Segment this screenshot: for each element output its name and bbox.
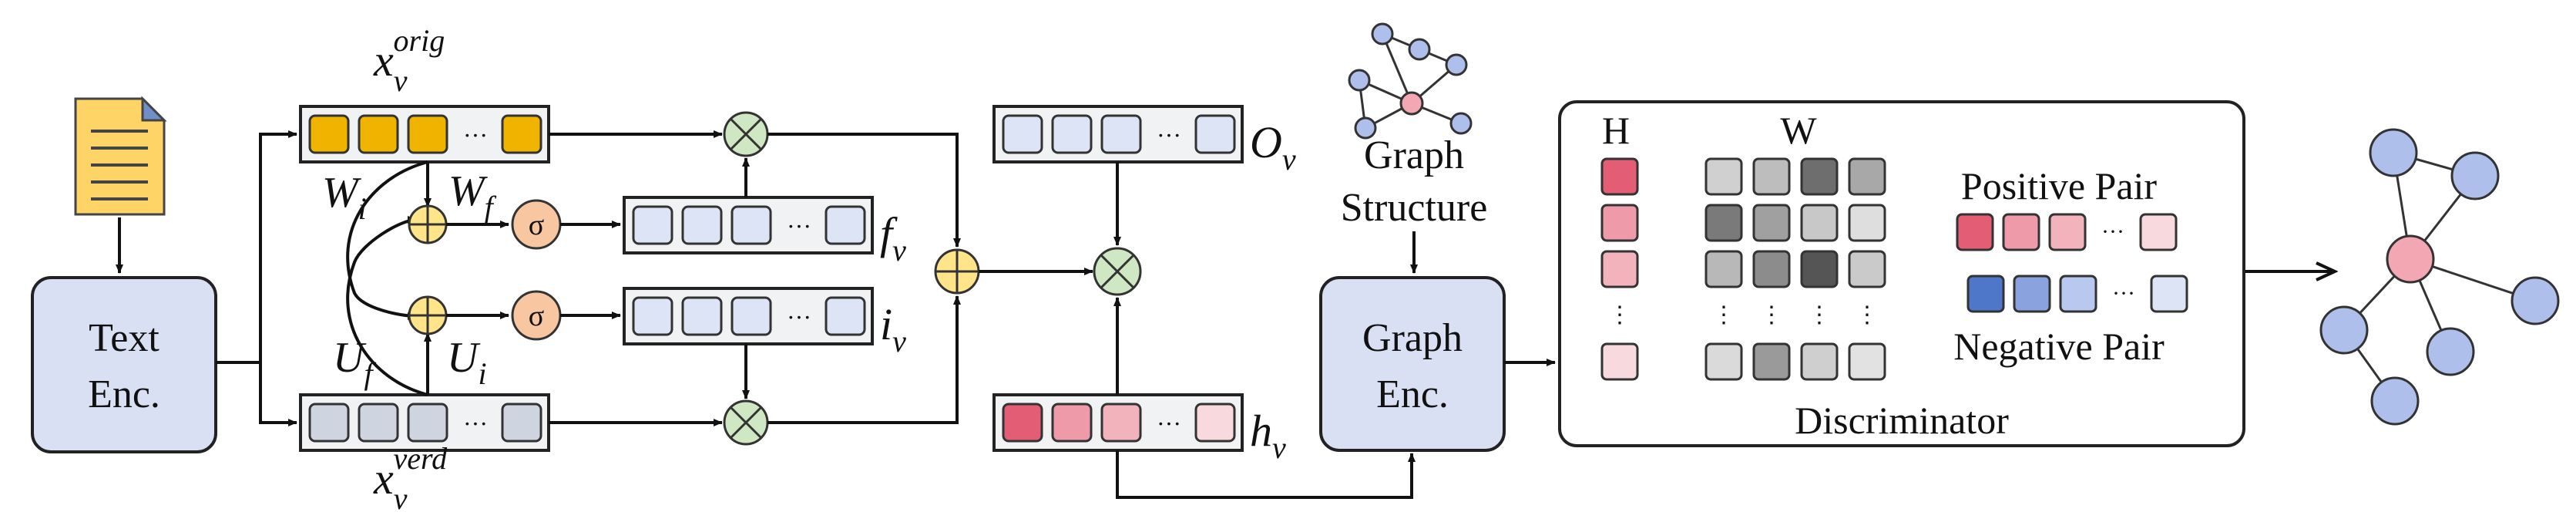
vertical-ellipsis: ⋮ bbox=[1808, 302, 1831, 328]
sigma-gate-f: σ bbox=[511, 199, 562, 250]
plus-icon bbox=[934, 248, 980, 295]
arrow bbox=[767, 295, 961, 424]
weight-uf-label: Uf bbox=[333, 334, 376, 391]
arrow-h-to-graph-encoder bbox=[1116, 450, 1416, 499]
h-matrix-label: H bbox=[1602, 109, 1630, 152]
f-vector-label: fv bbox=[880, 208, 906, 268]
vertical-ellipsis: ⋮ bbox=[1712, 302, 1735, 328]
positive-pair-vector bbox=[1956, 213, 2178, 251]
x-orig-label: xvorig bbox=[373, 23, 445, 98]
w-matrix bbox=[1704, 157, 1886, 381]
graph-encoder-label-2: Enc. bbox=[1376, 372, 1449, 416]
ellipsis: ··· bbox=[2112, 281, 2135, 306]
output-graph-icon bbox=[2319, 128, 2560, 426]
document-icon bbox=[74, 96, 167, 216]
ellipsis: ··· bbox=[787, 303, 811, 331]
graph-structure-label-1: Graph bbox=[1364, 133, 1464, 177]
text-encoder-label-1: Text bbox=[89, 316, 160, 360]
discriminator-title: Discriminator bbox=[1795, 399, 2009, 442]
ellipsis: ··· bbox=[1157, 409, 1181, 437]
discriminator-panel: H W ⋮ ⋮ ⋮ bbox=[1558, 100, 2245, 447]
arrow-enc-to-xverd bbox=[259, 362, 297, 426]
h-vector: ··· bbox=[992, 393, 1244, 452]
times-icon bbox=[1093, 247, 1142, 296]
negative-pair-vector bbox=[1966, 275, 2188, 313]
weight-connections bbox=[346, 160, 432, 396]
i-vector-label: iv bbox=[880, 299, 906, 359]
text-encoder-label-2: Enc. bbox=[88, 372, 160, 416]
f-vector: ··· bbox=[623, 196, 874, 254]
sigma-symbol: σ bbox=[529, 209, 544, 241]
o-vector-label: Ov bbox=[1250, 117, 1296, 177]
weight-wf-label: Wf bbox=[448, 167, 497, 224]
w-matrix-label: W bbox=[1780, 109, 1817, 152]
text-encoder-box: Text Enc. bbox=[31, 276, 217, 453]
graph-encoder-box: Graph Enc. bbox=[1319, 276, 1506, 452]
positive-pair-label: Positive Pair bbox=[1961, 164, 2158, 207]
x-orig-vector: ··· bbox=[299, 105, 550, 163]
o-vector: ··· bbox=[992, 105, 1244, 163]
ellipsis: ··· bbox=[463, 121, 488, 149]
arrow bbox=[767, 133, 961, 248]
vertical-ellipsis: ⋮ bbox=[1856, 302, 1879, 328]
ellipsis: ··· bbox=[1157, 121, 1181, 149]
x-verd-label: xvverd bbox=[373, 441, 448, 516]
plus-icon bbox=[408, 204, 448, 244]
times-icon bbox=[723, 399, 769, 446]
ellipsis: ··· bbox=[787, 212, 811, 240]
graph-structure-label-2: Structure bbox=[1341, 186, 1488, 230]
sigma-gate-i: σ bbox=[511, 290, 562, 341]
vertical-ellipsis: ⋮ bbox=[1608, 302, 1631, 328]
weight-wi-label: Wi bbox=[322, 169, 367, 226]
times-icon bbox=[723, 111, 769, 157]
vertical-ellipsis: ⋮ bbox=[1760, 302, 1783, 328]
graph-encoder-label-1: Graph bbox=[1362, 316, 1463, 360]
sigma-symbol: σ bbox=[529, 300, 544, 332]
graph-structure-icon bbox=[1348, 22, 1473, 140]
negative-pair-label: Negative Pair bbox=[1953, 325, 2165, 368]
h-matrix bbox=[1600, 157, 1639, 381]
ellipsis: ··· bbox=[463, 409, 488, 437]
plus-icon bbox=[408, 295, 448, 335]
h-vector-label: hv bbox=[1250, 406, 1286, 465]
i-vector: ··· bbox=[623, 287, 874, 345]
weight-ui-label: Ui bbox=[447, 334, 487, 391]
arrow-enc-to-xorig bbox=[216, 130, 297, 364]
ellipsis: ··· bbox=[2101, 219, 2124, 244]
